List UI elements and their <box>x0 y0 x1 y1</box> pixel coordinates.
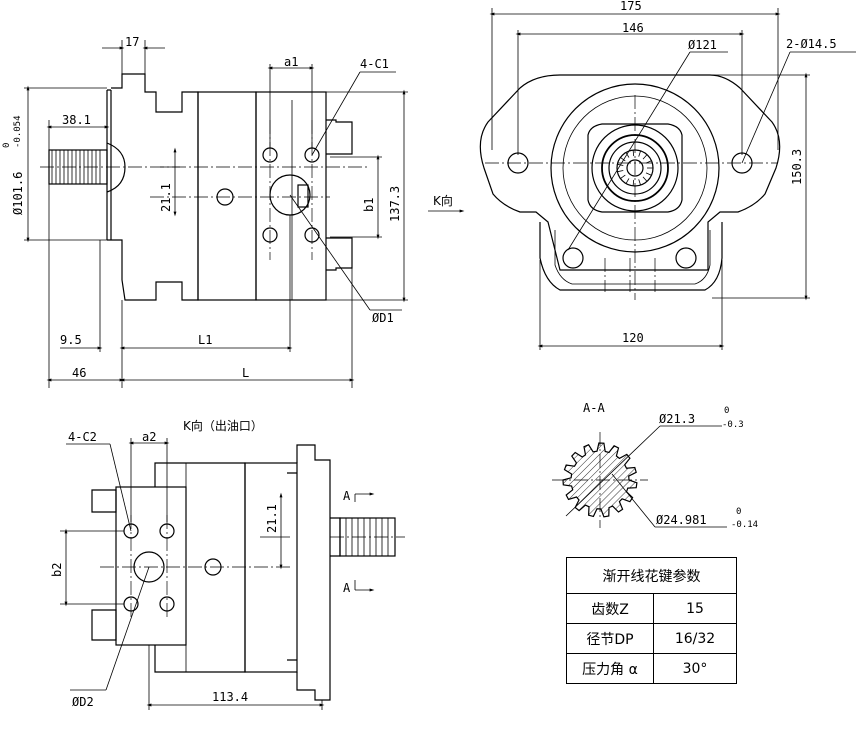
dim-d21-3: Ø21.3 <box>659 412 695 426</box>
dim-l1: L1 <box>198 333 212 347</box>
dim-38-1: 38.1 <box>62 113 91 127</box>
row-label: 压力角 α <box>566 653 654 684</box>
svg-text:K向: K向 <box>433 193 453 208</box>
spline-tooth <box>642 176 648 182</box>
section-title: A-A <box>583 401 605 415</box>
row-label: 径节DP <box>566 623 654 654</box>
spline-tooth <box>645 172 652 176</box>
dim-150-3: 150.3 <box>790 149 804 185</box>
k-direction-label: K向 <box>428 193 465 213</box>
table-row: 齿数Z 15 <box>566 593 737 624</box>
dim-b1: b1 <box>362 198 376 212</box>
dim-4-c1: 4-C1 <box>360 57 389 71</box>
dim-d101-upper: 0 <box>2 143 12 148</box>
spline-tooth <box>625 152 630 158</box>
dim-146: 146 <box>622 21 644 35</box>
front-view: 175 146 Ø121 2-Ø14.5 150.3 120 <box>479 0 856 350</box>
dim-a1: a1 <box>284 55 298 69</box>
k-view: K向（出油口） a2 4-C2 <box>50 418 405 710</box>
dim-9-5: 9.5 <box>60 333 82 347</box>
section-mark-a-bottom: A <box>343 581 351 595</box>
spline-tooth <box>638 150 641 157</box>
spline-tooth <box>620 174 626 179</box>
dim-21-1: 21.1 <box>159 183 173 212</box>
dim-d21-3-upper: 0 <box>724 406 729 416</box>
spline-tooth <box>638 179 641 186</box>
row-value: 30° <box>653 653 737 684</box>
spline-tooth <box>632 179 635 186</box>
dim-137-3: 137.3 <box>388 186 402 222</box>
dim-46: 46 <box>72 366 86 380</box>
dim-175: 175 <box>620 0 642 13</box>
spline-tooth <box>625 178 630 184</box>
spline-table-title: 渐开线花键参数 <box>566 557 737 594</box>
spline-parameter-table: 渐开线花键参数 齿数Z 15 径节DP 16/32 压力角 α 30° <box>566 557 737 684</box>
dim-17: 17 <box>125 35 139 49</box>
dim-b2: b2 <box>50 563 64 577</box>
table-row: 径节DP 16/32 <box>566 623 737 654</box>
row-value: 16/32 <box>653 623 737 654</box>
front-flange-outline <box>479 74 781 271</box>
dim-d121: Ø121 <box>688 38 717 52</box>
table-row: 压力角 α 30° <box>566 653 737 684</box>
dim-d101-lower: -0.054 <box>13 115 23 148</box>
row-label: 齿数Z <box>566 593 654 624</box>
dim-d21-3-lower: -0.3 <box>722 420 744 430</box>
dim-holes: 2-Ø14.5 <box>786 37 837 51</box>
row-value: 15 <box>653 593 737 624</box>
dim-l: L <box>242 366 249 380</box>
dim-d24-981: Ø24.981 <box>656 513 707 527</box>
dim-d1: ØD1 <box>372 311 394 325</box>
dim-a2: a2 <box>142 430 156 444</box>
section-a-a: A-A Ø21.3 0 -0.3 Ø24.981 0 -0.14 <box>552 401 758 530</box>
dim-21-1b: 21.1 <box>265 504 279 533</box>
spline-tooth <box>620 157 626 162</box>
dim-d24-lower: -0.14 <box>731 520 758 530</box>
spline-tooth <box>617 170 624 173</box>
dim-113-4: 113.4 <box>212 690 248 704</box>
dim-d2: ØD2 <box>72 695 94 709</box>
dim-120: 120 <box>622 331 644 345</box>
dim-d101: Ø101.6 <box>11 172 25 215</box>
dim-d24-upper: 0 <box>736 507 741 517</box>
section-mark-a-top: A <box>343 489 351 503</box>
spline-tooth <box>642 154 648 160</box>
k-view-title: K向（出油口） <box>183 418 263 433</box>
dim-4-c2: 4-C2 <box>68 430 97 444</box>
pump-body <box>197 91 257 301</box>
side-view: 17 a1 4-C1 Ø101.6 0 -0.054 38.1 21.1 b1 … <box>2 35 408 388</box>
spline-tooth <box>632 150 635 157</box>
